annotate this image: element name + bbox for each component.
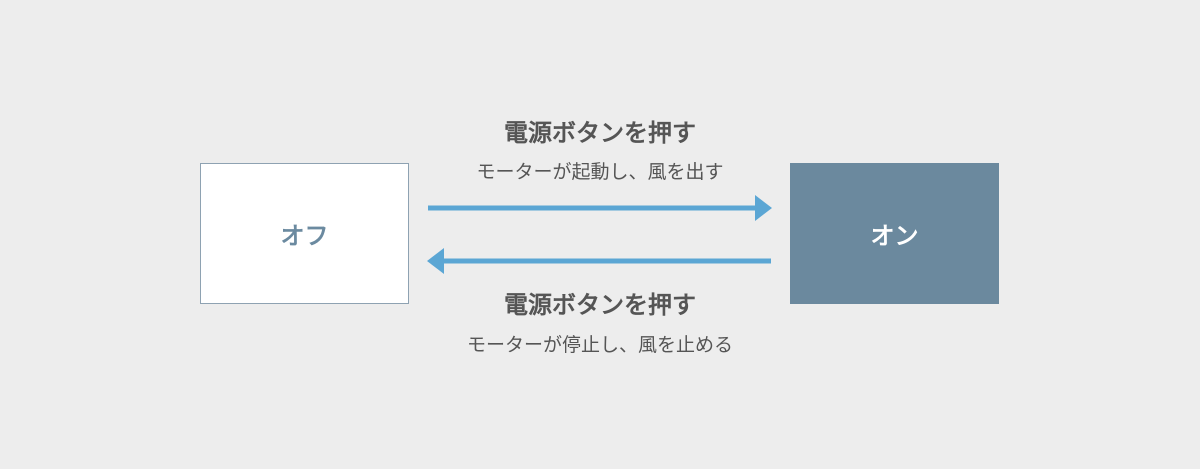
state-off-box: オフ xyxy=(200,163,409,304)
turn-off-result-label: モーターが停止し、風を止める xyxy=(466,334,733,356)
state-on-box: オン xyxy=(790,163,999,304)
state-off-label: オフ xyxy=(280,222,329,250)
arrow-on-to-off xyxy=(427,248,771,274)
arrow-off-to-on xyxy=(428,195,772,221)
turn-on-result-label: モーターが起動し、風を出す xyxy=(476,161,724,183)
turn-off-action-label: 電源ボタンを押す xyxy=(504,291,696,319)
state-on-label: オン xyxy=(870,222,919,250)
turn-on-action-label: 電源ボタンを押す xyxy=(504,119,696,147)
